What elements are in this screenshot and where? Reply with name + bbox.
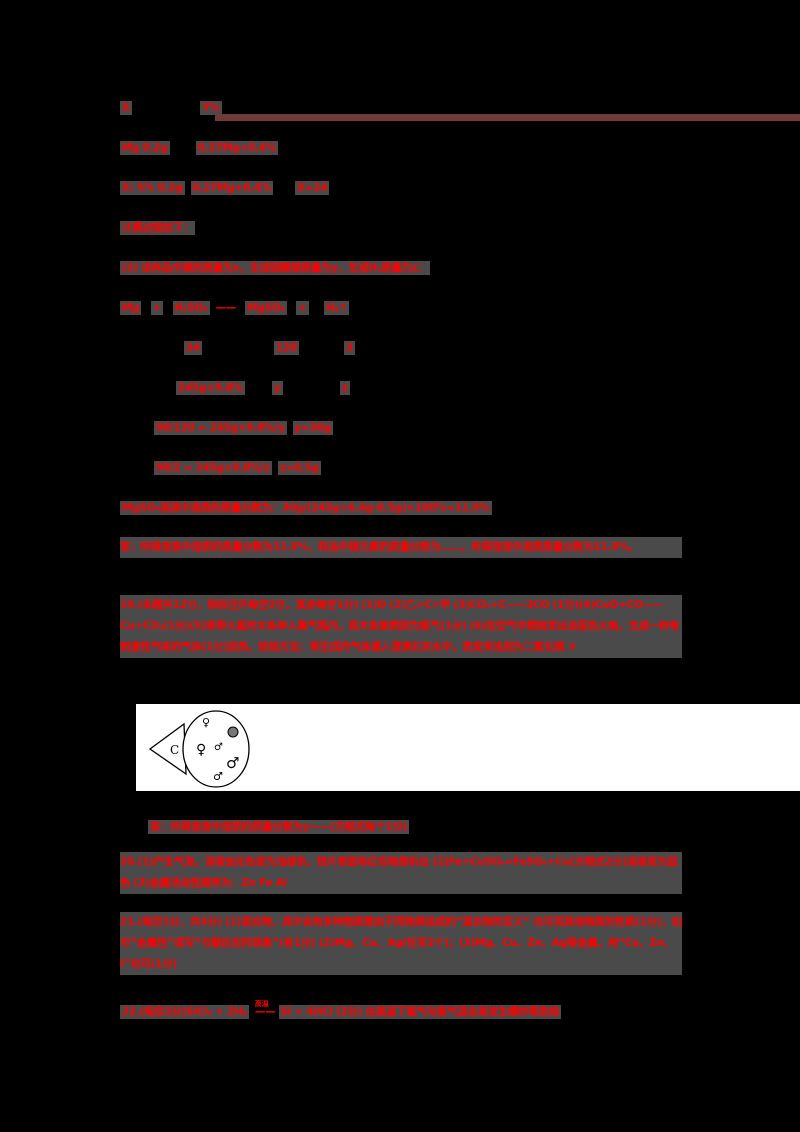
female-symbol-icon: ♀ <box>202 716 210 729</box>
mass-2: 2 <box>344 341 356 355</box>
male-symbol-icon: ♂ <box>214 742 223 753</box>
line-4: (2) 设样品中镁的质量为x，生成硫酸镁质量为y，生成H₂质量为z： <box>120 261 430 275</box>
header-x: X <box>120 101 132 115</box>
male-symbol-icon: ♂ <box>213 770 223 783</box>
diagram-panel: C ♀ ♀ ♂ ♂ ♂ <box>136 704 800 791</box>
answer-note: 答：所得溶液中溶质的质量分数为11.9%，样品中镁元素的质量分数为……，所得溶液… <box>120 537 682 558</box>
question-21: 21.(每空1分，共4分) (1)混合物，其中含有多种物质是由不同物质组成的“混… <box>120 912 682 975</box>
female-symbol-icon: ♀ <box>196 742 206 758</box>
equation-line: Mg + H₂SO₄—— MgSO₄ + H₂↑ <box>120 301 350 315</box>
question-20: 20.(1)产生气泡，溶液由无色变为浅绿色，铁片表面有红色物质析出 (2)Fe+… <box>120 852 682 894</box>
male-symbol-icon: ♂ <box>226 754 239 772</box>
given-z: z <box>340 381 350 395</box>
cone-diagram: C ♀ ♀ ♂ ♂ ♂ <box>148 710 250 788</box>
result-line: MgSO₄溶液中溶质的质量分数为：30g/(245g+6.4g-0.5g)×10… <box>120 501 492 515</box>
given-mass: 245g×9.8% <box>176 381 245 395</box>
line-3: 计算过程如下： <box>120 221 196 235</box>
header-y: Y% <box>200 101 222 115</box>
question-19-end: 答：所得溶液中溶质的质量分数为y——(方程式每个1分) <box>148 820 410 834</box>
given-y: y <box>272 381 283 395</box>
mass-120: 120 <box>274 341 300 355</box>
mass-24: 24 <box>184 341 203 355</box>
svg-text:C: C <box>170 743 179 757</box>
question-19: 19.(本题共12分，除标注外每空2分，其余每空1分) (1)D (2)乙>C>… <box>120 595 682 658</box>
divider-line <box>215 114 800 121</box>
